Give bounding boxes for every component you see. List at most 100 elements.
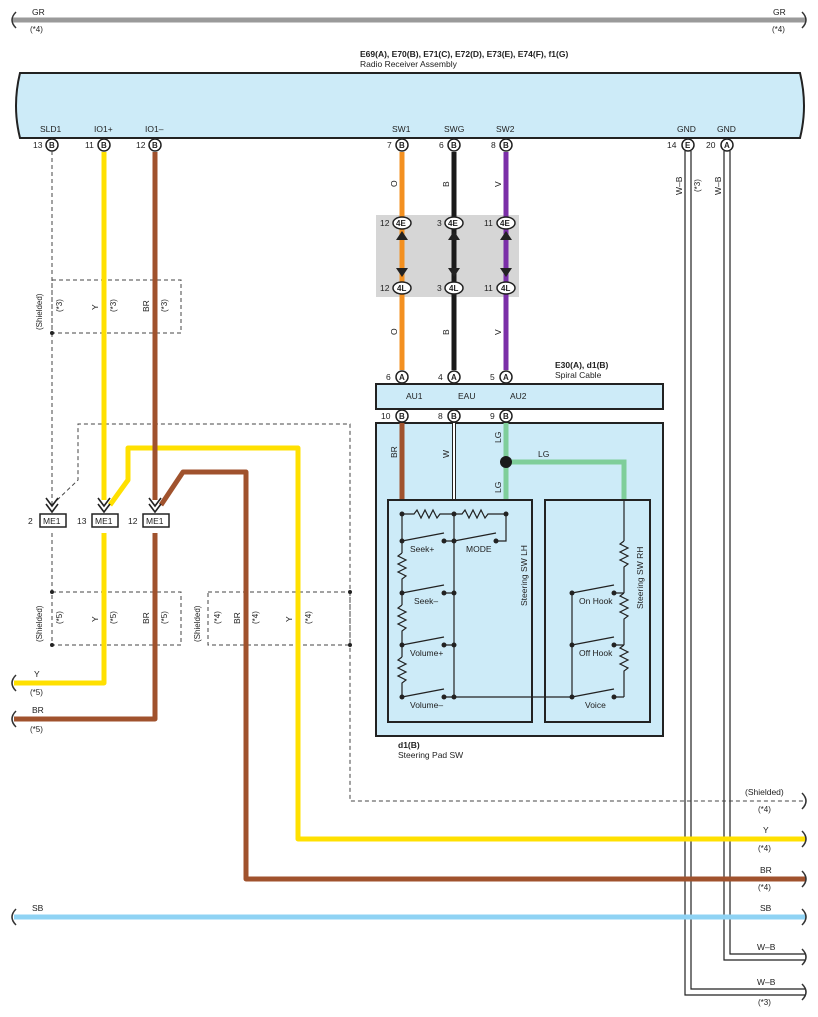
shield-dashes [51, 151, 806, 802]
spiral-label-eau: EAU [458, 391, 475, 401]
left-out-sb: SB [32, 903, 44, 913]
me1-conn-3: ME1 [146, 516, 164, 526]
spiral-top-pins: 6 A 4 A 5 A [386, 370, 513, 384]
pin-label-sw1: SW1 [392, 124, 411, 134]
me1-arrows [45, 497, 162, 514]
right-out-wb-1: W–B [757, 942, 776, 952]
junction-bottom-pins: 12 4L 3 4L 11 4L [380, 281, 516, 295]
radio-receiver-block: E69(A), E70(B), E71(C), E72(D), E73(E), … [15, 49, 805, 139]
sp-bot-num-3: 9 [490, 411, 495, 421]
brown-wire [14, 152, 806, 882]
sw-volume-plus: Volume+ [410, 648, 443, 658]
pin-num-swg: 6 [439, 140, 444, 150]
sp-top-num-1: 6 [386, 372, 391, 382]
sw1-color-bottom: O [389, 328, 399, 335]
me1-num-1: 2 [28, 516, 33, 526]
pin-num-io1p: 11 [85, 140, 94, 150]
pin-num-sw1: 7 [387, 140, 392, 150]
sw2-color-bottom: V [493, 329, 503, 335]
sh2-y: Y [90, 616, 100, 622]
pin-num-sld1: 13 [33, 140, 43, 150]
sh1-shielded: (Shielded) [35, 293, 44, 330]
gnd-a-color: W–B [713, 176, 723, 195]
sw2-color-top: V [493, 181, 503, 187]
pad-lg-color-1: LG [493, 432, 503, 443]
me1-conn-1: ME1 [43, 516, 61, 526]
gnd-e-color: W–B [674, 176, 684, 195]
rh-nodes [569, 590, 617, 700]
j-bot-num-2: 3 [437, 283, 442, 293]
sp-bot-conn-2: B [451, 412, 457, 421]
sh3-shielded: (Shielded) [193, 605, 202, 642]
me1-num-3: 12 [128, 516, 138, 526]
sh3-br: BR [232, 612, 242, 624]
sh2-shielded: (Shielded) [35, 605, 44, 642]
sw-on-hook: On Hook [579, 596, 613, 606]
j-bot-conn-1: 4L [397, 284, 406, 293]
sw-off-hook: Off Hook [579, 648, 613, 658]
sp-bot-conn-3: B [503, 412, 509, 421]
pin-label-sw2: SW2 [496, 124, 515, 134]
pin-label-swg: SWG [444, 124, 464, 134]
me1-num-2: 13 [77, 516, 87, 526]
radio-name-label: Radio Receiver Assembly [360, 59, 458, 69]
pin-conn-sld1: B [49, 141, 55, 150]
sp-bot-num-2: 8 [438, 411, 443, 421]
top-wire-left-color: GR [32, 7, 45, 17]
junction-top-pins: 12 4E 3 4E 11 4E [380, 216, 516, 230]
left-out-y: Y [34, 669, 40, 679]
spiral-label-au2: AU2 [510, 391, 527, 401]
pin-label-gnd-e: GND [677, 124, 696, 134]
right-out-br: BR [760, 865, 772, 875]
j-bot-num-1: 12 [380, 283, 390, 293]
sp-bot-conn-1: B [399, 412, 405, 421]
shield-dots [50, 331, 352, 647]
left-out-br: BR [32, 705, 44, 715]
pin-num-sw2: 8 [491, 140, 496, 150]
spiral-cable: E30(A), d1(B) Spiral Cable AU1 EAU AU2 [375, 360, 664, 410]
sw-seek-plus: Seek+ [410, 544, 434, 554]
sp-bot-num-1: 10 [381, 411, 391, 421]
top-wire-left-note: (*4) [30, 25, 43, 34]
gnd-wires [684, 151, 806, 996]
swg-color-bottom: B [441, 329, 451, 335]
right-out-wb-2: W–B [757, 977, 776, 987]
pad-w-color: W [441, 450, 451, 458]
sp-top-conn-3: A [503, 373, 509, 382]
radio-connectors-label: E69(A), E70(B), E71(C), E72(D), E73(E), … [360, 49, 568, 59]
left-terminations [11, 674, 17, 926]
me1-conn-2: ME1 [95, 516, 113, 526]
pin-conn-io1p: B [101, 141, 107, 150]
yellow-wire [14, 152, 806, 842]
lh-title: Steering SW LH [519, 545, 529, 606]
sh1-n3-c: (*3) [160, 299, 169, 312]
sw-seek-minus: Seek– [414, 596, 438, 606]
j-top-num-2: 3 [437, 218, 442, 228]
j-top-num-1: 12 [380, 218, 390, 228]
pin-label-gnd-a: GND [717, 124, 736, 134]
sh1-n3-b: (*3) [109, 299, 118, 312]
pin-conn-gnd-a: A [724, 141, 730, 150]
j-top-conn-1: 4E [396, 219, 406, 228]
me1-connectors: 2 ME1 13 ME1 12 ME1 [28, 513, 170, 528]
pin-conn-gnd-e: E [685, 141, 691, 150]
top-gr-wire: GR (*4) GR (*4) [11, 7, 807, 34]
j-bot-conn-3: 4L [501, 284, 510, 293]
sw-mode: MODE [466, 544, 492, 554]
right-out-br-note: (*4) [758, 883, 771, 892]
left-out-y-note: (*5) [30, 688, 43, 697]
pin-label-sld1: SLD1 [40, 124, 62, 134]
sw-volume-minus: Volume– [410, 700, 443, 710]
pad-connector: d1(B) [398, 740, 420, 750]
sp-top-conn-2: A [451, 373, 457, 382]
right-terminations [801, 792, 807, 1001]
j-top-conn-2: 4E [448, 219, 458, 228]
rh-schematic [545, 500, 630, 698]
gnd-e-note: (*3) [693, 179, 702, 192]
sh1-n3-a: (*3) [55, 299, 64, 312]
lh-nodes [399, 511, 509, 700]
pin-label-io1p: IO1+ [94, 124, 113, 134]
pin-num-gnd-e: 14 [667, 140, 677, 150]
pad-name: Steering Pad SW [398, 750, 463, 760]
